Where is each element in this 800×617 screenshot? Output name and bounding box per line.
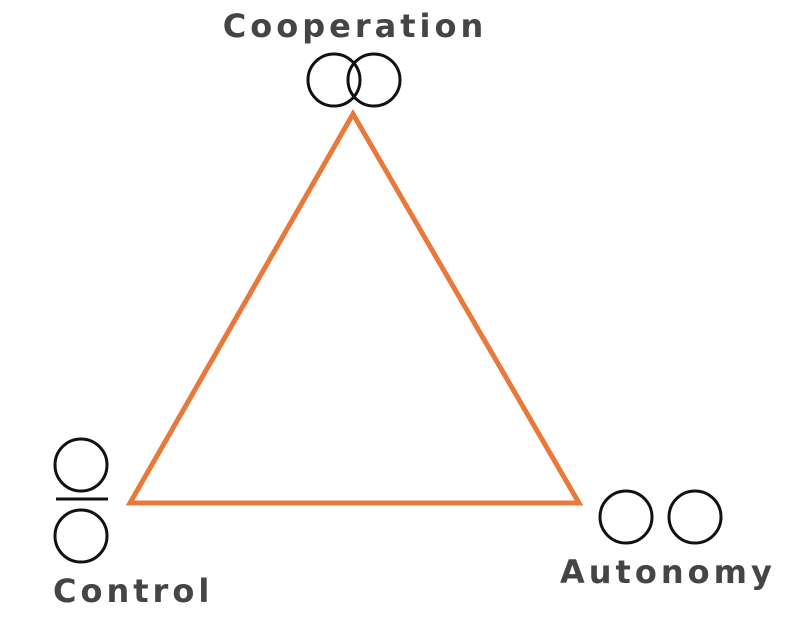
separate-circles-icon — [598, 489, 723, 545]
cooperation-label: Cooperation — [223, 7, 487, 45]
control-label: Control — [53, 572, 213, 610]
lower-circle — [53, 508, 109, 564]
upper-circle — [53, 437, 109, 493]
left-circle — [598, 489, 654, 545]
right-circle — [667, 489, 723, 545]
stacked-circles-divided-icon — [53, 437, 109, 564]
autonomy-label: Autonomy — [560, 553, 776, 591]
left-circle — [306, 52, 362, 108]
triangle-shape — [125, 108, 584, 506]
overlapping-circles-icon — [306, 52, 402, 108]
right-circle — [346, 52, 402, 108]
